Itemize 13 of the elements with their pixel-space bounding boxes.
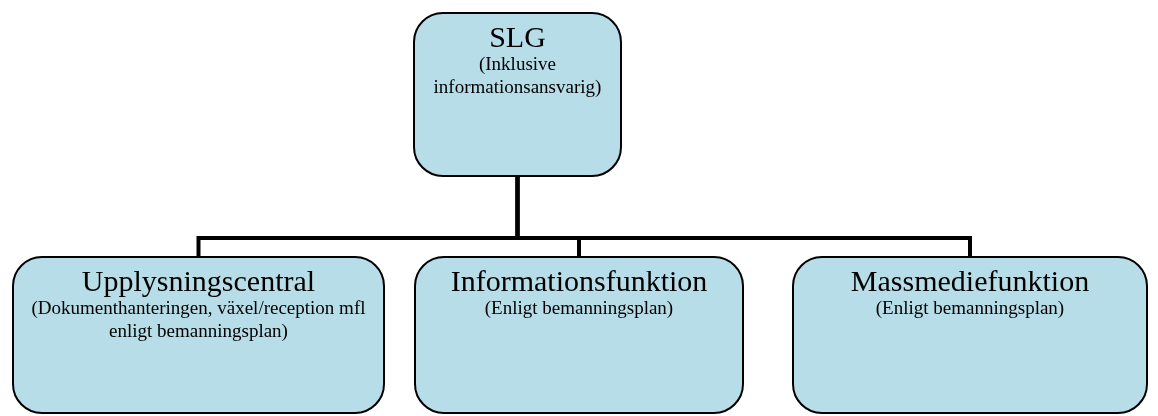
- box-description: (Dokumenthanteringen, växel/reception mfl enligt bemanningsplan): [30, 297, 367, 343]
- box-description: (Inklusive informationsansvarig): [432, 53, 603, 99]
- org-box: [413, 12, 622, 177]
- box-heading: Informationsfunktion: [449, 264, 709, 297]
- org-box: [12, 256, 385, 414]
- org-box: [792, 256, 1148, 414]
- box-heading: Massmediefunktion: [849, 264, 1091, 297]
- box-description: (Enligt bemanningsplan): [874, 297, 1066, 320]
- box-heading: Upplysningscentral: [80, 264, 317, 297]
- connector-line: [515, 177, 972, 256]
- box-description: (Enligt bemanningsplan): [483, 297, 675, 320]
- box-heading: SLG: [488, 20, 547, 53]
- org-box: [414, 256, 744, 414]
